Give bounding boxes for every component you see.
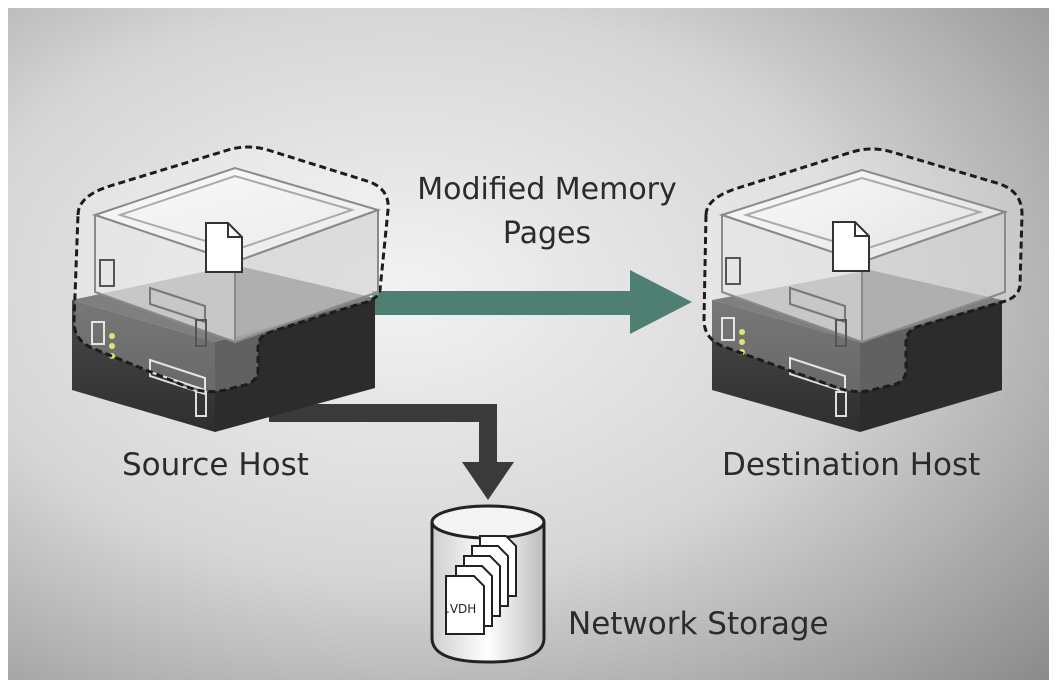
vdh-file-label: .VDH — [446, 602, 477, 616]
arrow-right-icon — [630, 270, 692, 334]
arrow-down-icon — [462, 462, 514, 500]
source-host-label: Source Host — [122, 447, 309, 483]
vdh-file-icon — [445, 535, 517, 635]
virtual-machine-icon — [718, 168, 1009, 347]
network-storage — [430, 504, 546, 664]
destination-host-server — [702, 147, 1024, 432]
document-icon — [205, 222, 243, 273]
virtual-machine-icon — [91, 166, 382, 347]
migration-label-line1: Modified Memory — [417, 172, 677, 207]
destination-host-label: Destination Host — [722, 447, 981, 483]
migration-label: Modified Memory Pages — [372, 168, 722, 256]
migration-arrow — [372, 270, 692, 334]
source-host-server — [72, 145, 390, 432]
document-icon — [832, 221, 870, 272]
migration-label-line2: Pages — [502, 216, 592, 251]
network-storage-label: Network Storage — [568, 606, 829, 642]
